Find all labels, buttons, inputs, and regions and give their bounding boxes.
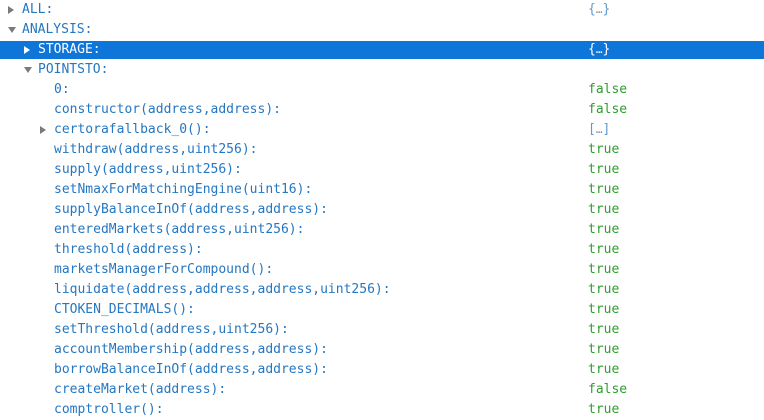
tree-key-label[interactable]: STORAGE: (38, 42, 101, 57)
tree-key-label[interactable]: setThreshold(address,uint256): (54, 322, 289, 337)
tree-row[interactable]: POINTSTO: (0, 60, 764, 80)
tree-value: {…} (588, 40, 610, 60)
collapsed-close-bracket: } (602, 2, 611, 17)
tree-row[interactable]: ALL: {…} (0, 0, 764, 20)
tree-key-label[interactable]: borrowBalanceInOf(address,address): (54, 362, 328, 377)
boolean-value: true (588, 242, 620, 257)
tree-row[interactable]: constructor(address,address): false (0, 100, 764, 120)
tree-value: true (588, 280, 619, 300)
tree-key-label[interactable]: 0: (54, 82, 70, 97)
boolean-value: true (588, 182, 620, 197)
tree-row[interactable]: ANALYSIS: (0, 20, 764, 40)
boolean-value: true (588, 362, 620, 377)
tree-value: true (588, 200, 619, 220)
collapsed-ellipsis: … (595, 123, 603, 136)
tree-value: true (588, 260, 619, 280)
boolean-value: true (588, 142, 620, 157)
tree-key-label[interactable]: ALL: (22, 2, 54, 17)
tree-key-label[interactable]: liquidate(address,address,address,uint25… (54, 282, 391, 297)
tree-key-label[interactable]: ANALYSIS: (22, 22, 93, 37)
tree-value: true (588, 220, 619, 240)
tree-key-label[interactable]: CTOKEN_DECIMALS(): (54, 302, 195, 317)
tree-value: {…} (588, 0, 610, 20)
tree-row[interactable]: liquidate(address,address,address,uint25… (0, 280, 764, 300)
chevron-right-icon[interactable] (24, 46, 30, 54)
chevron-right-icon[interactable] (40, 126, 46, 134)
tree-row[interactable]: certorafallback_0(): […] (0, 120, 764, 140)
tree-key-label[interactable]: createMarket(address): (54, 382, 227, 397)
tree-value: true (588, 160, 619, 180)
tree-row[interactable]: STORAGE: {…} (0, 40, 764, 60)
collapsed-ellipsis: … (595, 43, 603, 56)
boolean-value: true (588, 342, 620, 357)
tree-value: true (588, 400, 619, 420)
boolean-value: true (588, 302, 620, 317)
tree-key-label[interactable]: POINTSTO: (38, 62, 109, 77)
boolean-value: false (588, 102, 628, 117)
tree-value: false (588, 80, 627, 100)
tree-value: false (588, 380, 627, 400)
tree-row[interactable]: comptroller(): true (0, 400, 764, 420)
tree-row[interactable]: accountMembership(address,address): true (0, 340, 764, 360)
tree-row[interactable]: borrowBalanceInOf(address,address): true (0, 360, 764, 380)
boolean-value: true (588, 402, 620, 417)
tree-row[interactable]: supply(address,uint256): true (0, 160, 764, 180)
collapsed-open-bracket: { (588, 2, 596, 17)
tree-key-label[interactable]: comptroller(): (54, 402, 164, 417)
tree-row[interactable]: withdraw(address,uint256): true (0, 140, 764, 160)
tree-key-label[interactable]: withdraw(address,uint256): (54, 142, 258, 157)
tree-value: false (588, 100, 627, 120)
tree-value: true (588, 340, 619, 360)
tree-row[interactable]: setNmaxForMatchingEngine(uint16): true (0, 180, 764, 200)
tree-key-label[interactable]: constructor(address,address): (54, 102, 281, 117)
boolean-value: false (588, 382, 628, 397)
tree-key-label[interactable]: accountMembership(address,address): (54, 342, 328, 357)
chevron-down-icon[interactable] (24, 67, 32, 73)
collapsed-close-bracket: ] (602, 122, 611, 137)
tree-value: true (588, 240, 619, 260)
tree-key-label[interactable]: supply(address,uint256): (54, 162, 242, 177)
tree-key-label[interactable]: enteredMarkets(address,uint256): (54, 222, 305, 237)
tree-row[interactable]: setThreshold(address,uint256): true (0, 320, 764, 340)
chevron-right-icon[interactable] (8, 6, 14, 14)
tree-row[interactable]: 0: false (0, 80, 764, 100)
boolean-value: true (588, 262, 620, 277)
boolean-value: true (588, 322, 620, 337)
tree-key-label[interactable]: certorafallback_0(): (54, 122, 211, 137)
tree-row[interactable]: createMarket(address): false (0, 380, 764, 400)
tree-row[interactable]: threshold(address): true (0, 240, 764, 260)
collapsed-ellipsis: … (595, 3, 603, 16)
tree-key-label[interactable]: marketsManagerForCompound(): (54, 262, 274, 277)
chevron-down-icon[interactable] (8, 27, 16, 33)
boolean-value: true (588, 222, 620, 237)
tree-key-label[interactable]: setNmaxForMatchingEngine(uint16): (54, 182, 313, 197)
boolean-value: false (588, 82, 628, 97)
collapsed-close-bracket: } (602, 42, 611, 57)
tree-value: true (588, 320, 619, 340)
boolean-value: true (588, 202, 620, 217)
tree-row[interactable]: supplyBalanceInOf(address,address): true (0, 200, 764, 220)
tree-key-label[interactable]: threshold(address): (54, 242, 203, 257)
tree-value: true (588, 180, 619, 200)
collapsed-open-bracket: [ (588, 122, 596, 137)
tree-value: true (588, 300, 619, 320)
tree-value: true (588, 360, 619, 380)
collapsed-open-bracket: { (588, 42, 596, 57)
tree-row[interactable]: CTOKEN_DECIMALS(): true (0, 300, 764, 320)
tree-value: […] (588, 120, 610, 140)
tree-row[interactable]: marketsManagerForCompound(): true (0, 260, 764, 280)
tree-key-label[interactable]: supplyBalanceInOf(address,address): (54, 202, 328, 217)
boolean-value: true (588, 282, 620, 297)
tree-row[interactable]: enteredMarkets(address,uint256): true (0, 220, 764, 240)
boolean-value: true (588, 162, 620, 177)
tree-value: true (588, 140, 619, 160)
